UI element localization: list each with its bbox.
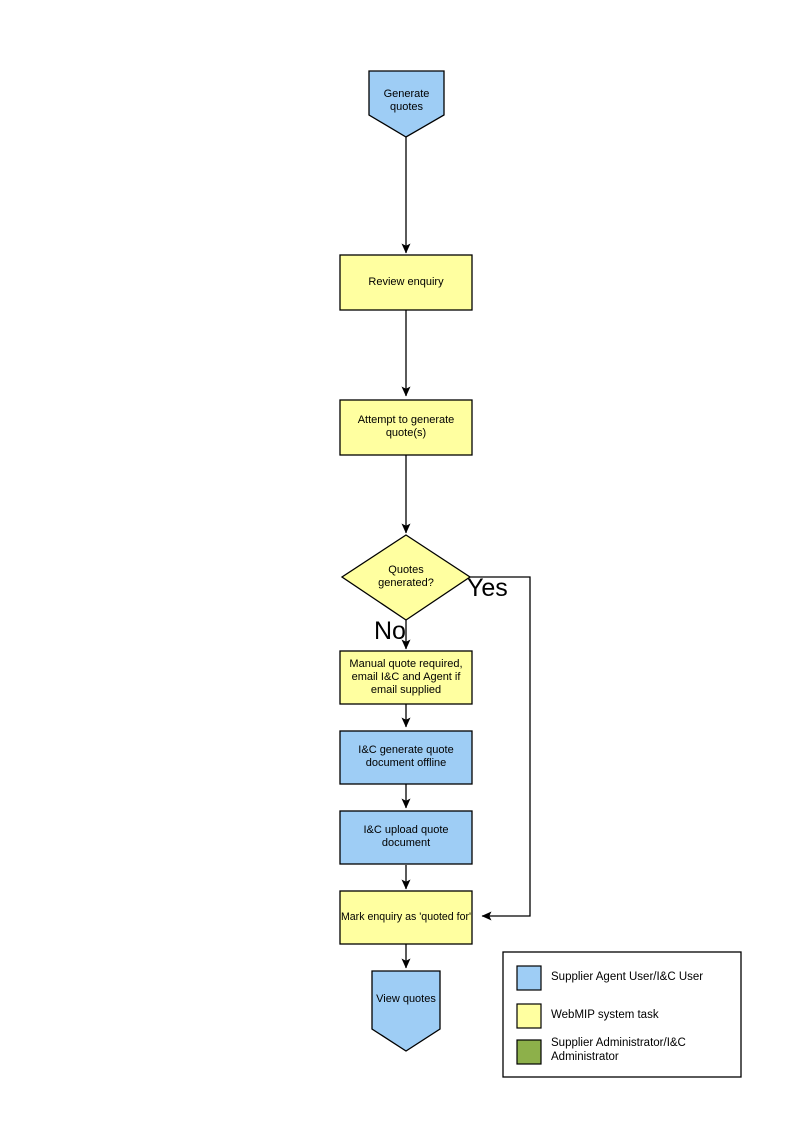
edge-decision-yes-to-mark [470, 576, 531, 921]
edge-label-no: No [374, 617, 406, 645]
legend-box [502, 951, 742, 1078]
legend-label-user-task: Supplier Agent User/I&C User [551, 971, 704, 983]
node-generate-quotes[interactable] [368, 70, 445, 138]
edge-label-yes: Yes [467, 574, 508, 602]
node-quotes-generated-decision[interactable] [340, 534, 472, 621]
legend-swatch-system-task [516, 1003, 542, 1029]
node-review-enquiry[interactable] [339, 254, 473, 311]
node-ic-upload-quote-document[interactable] [339, 810, 473, 865]
legend-swatch-user-task [516, 965, 542, 991]
node-view-quotes[interactable] [371, 970, 441, 1052]
legend-label-admin-task: Supplier Administrator/I&C Administrator [551, 1037, 686, 1063]
legend-label-system-task: WebMIP system task [551, 1009, 659, 1021]
node-ic-generate-quote-offline[interactable] [339, 730, 473, 785]
node-mark-enquiry-quoted-for[interactable] [339, 890, 473, 945]
node-manual-quote-required[interactable] [339, 650, 473, 705]
node-attempt-generate-quotes[interactable] [339, 399, 473, 456]
legend-swatch-admin-task [516, 1039, 542, 1065]
